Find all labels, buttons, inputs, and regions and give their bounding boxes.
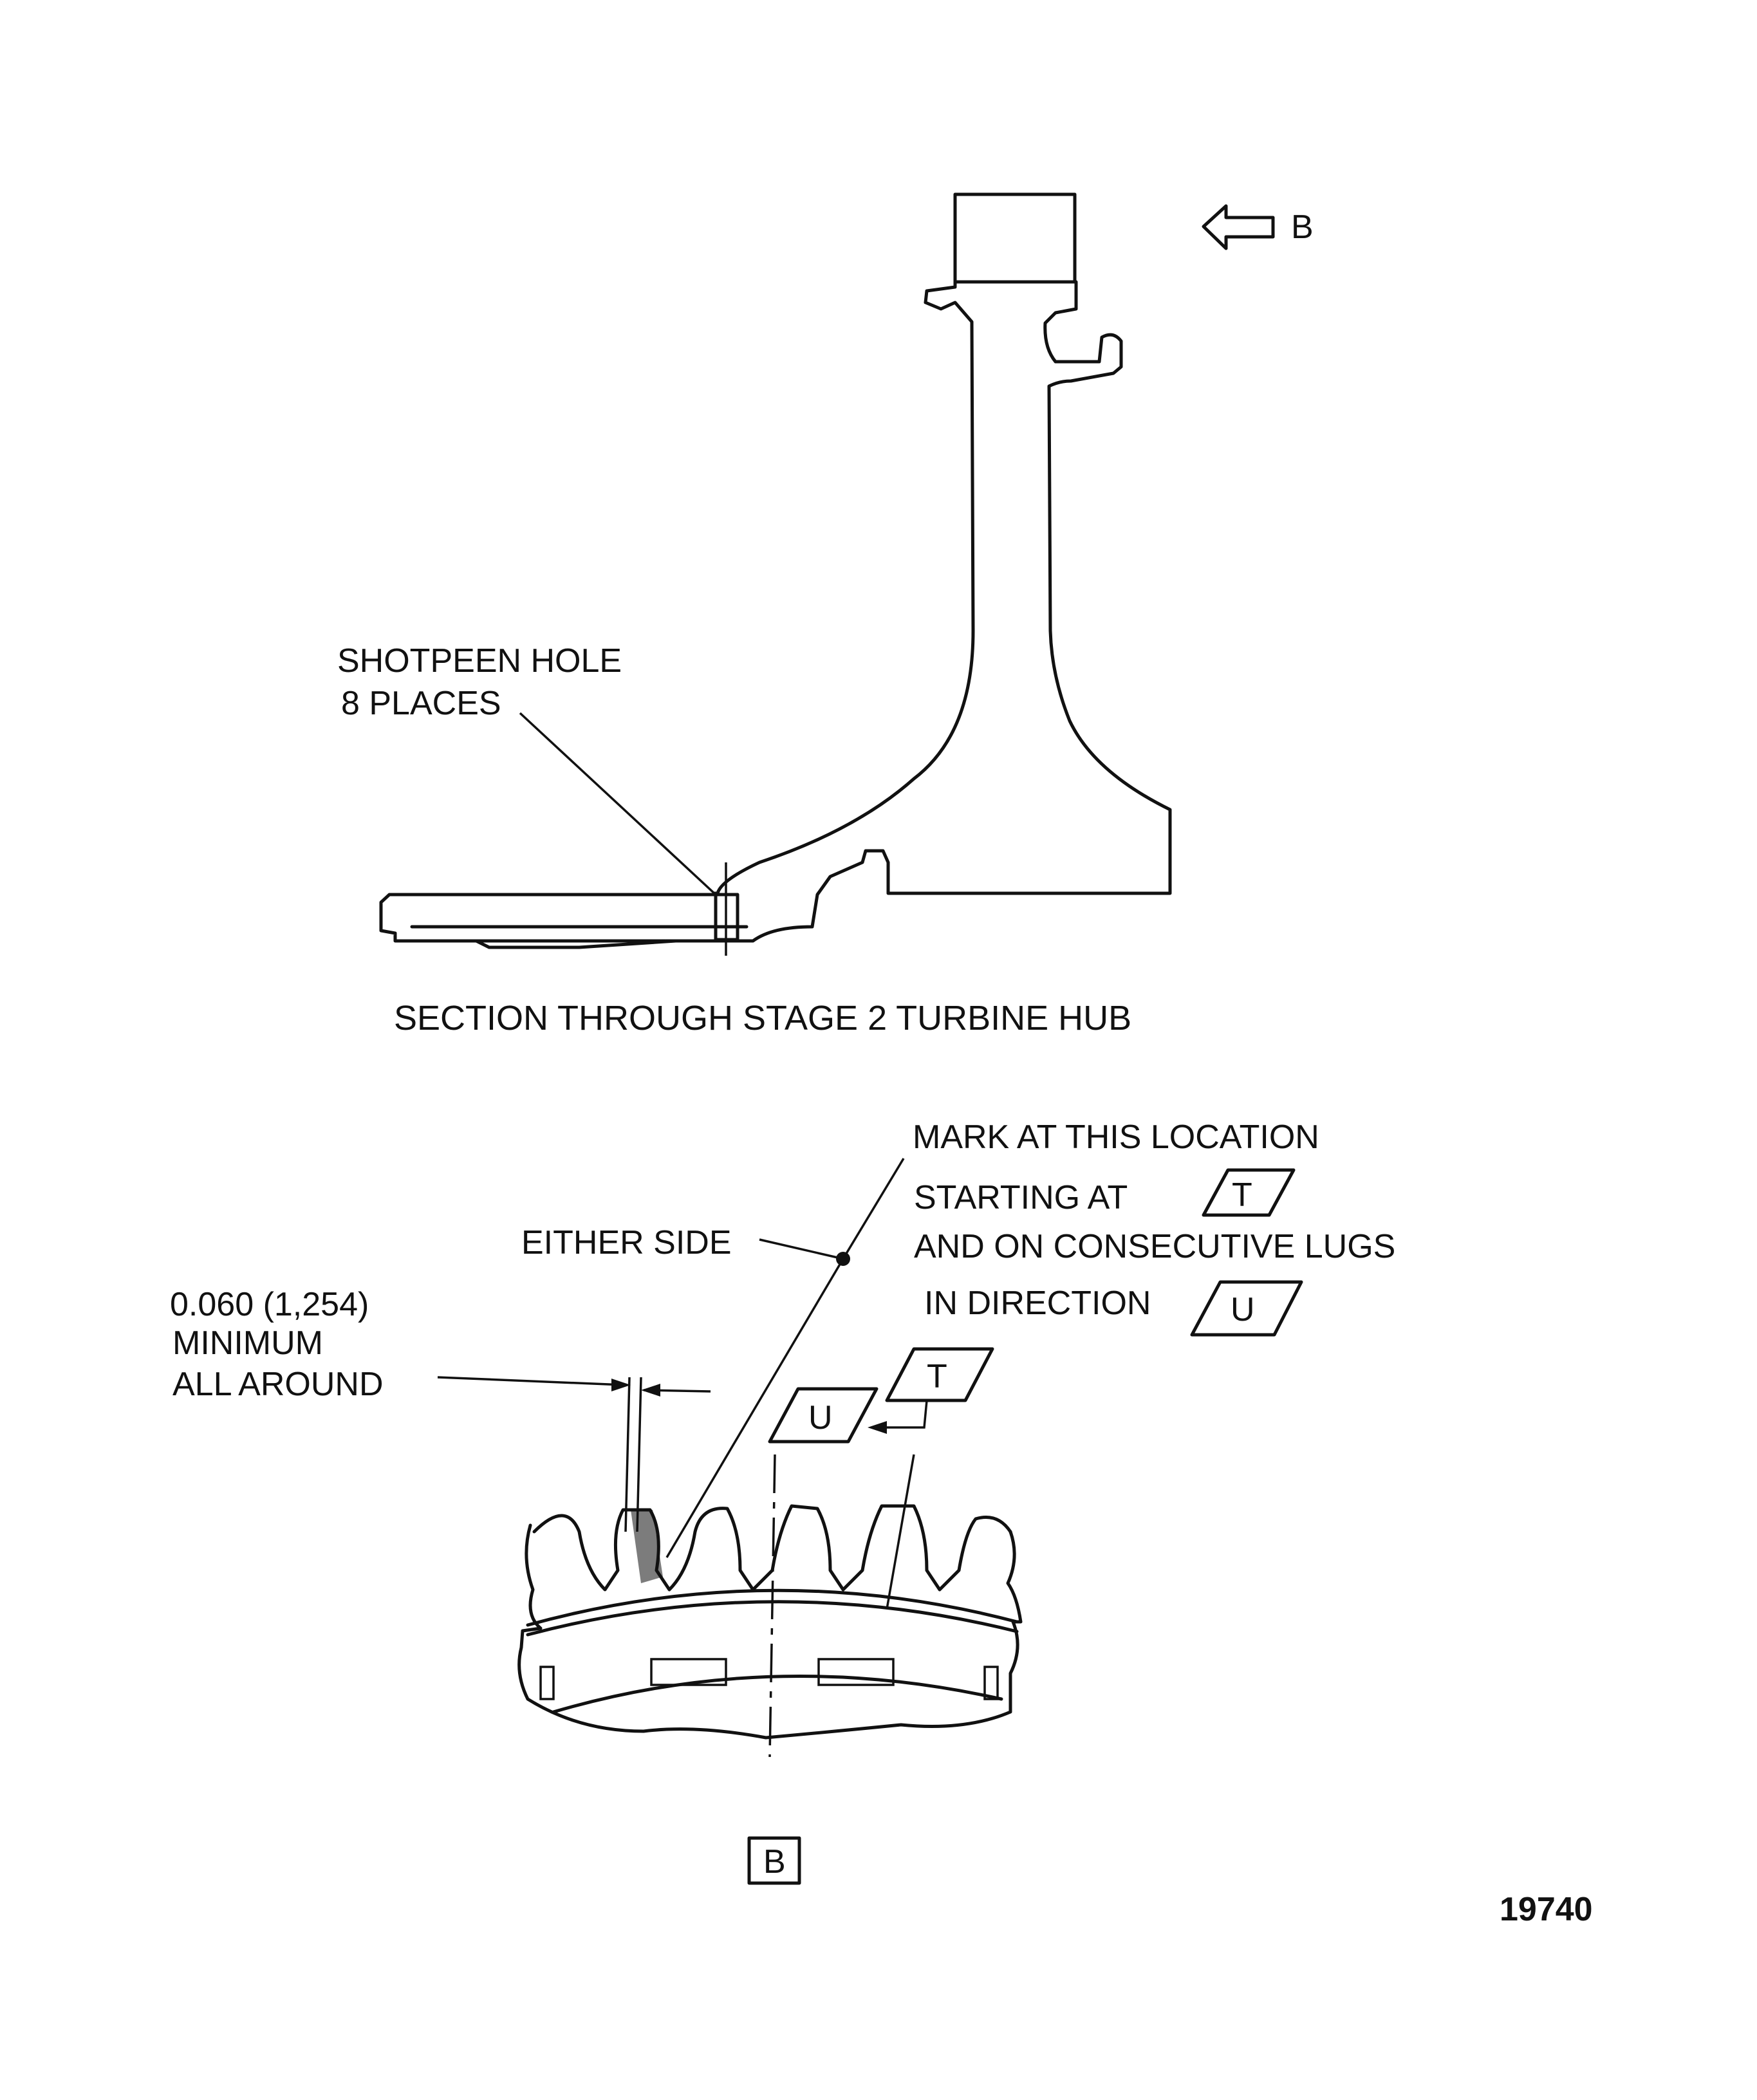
hub-section-outline xyxy=(379,192,1172,949)
mark-note-line2: STARTING AT xyxy=(914,1179,1128,1216)
mark-note-line4: IN DIRECTION xyxy=(924,1285,1151,1322)
svg-text:T: T xyxy=(927,1358,947,1395)
shotpeen-leader xyxy=(519,712,717,896)
tag-u-box: U xyxy=(768,1387,879,1444)
dim-line1: 0.060 (1,254) xyxy=(170,1286,369,1323)
shotpeen-label-line1: SHOTPEEN HOLE xyxy=(337,642,622,680)
svg-text:U: U xyxy=(808,1399,833,1436)
dim-line3: ALL AROUND xyxy=(172,1366,384,1403)
view-b-label: B xyxy=(747,1836,801,1885)
mark-note-line3: AND ON CONSECUTIVE LUGS xyxy=(914,1228,1395,1265)
centerline-2 xyxy=(886,1454,915,1610)
shotpeen-hole-mark xyxy=(714,862,739,956)
svg-text:T: T xyxy=(1232,1176,1252,1214)
svg-text:B: B xyxy=(763,1843,786,1881)
mark-note-line1: MARK AT THIS LOCATION xyxy=(913,1119,1319,1156)
section-caption: SECTION THROUGH STAGE 2 TURBINE HUB xyxy=(394,999,1131,1037)
figure-number: 19740 xyxy=(1500,1891,1593,1928)
view-arrow-label: B xyxy=(1291,209,1314,246)
tag-t-inline: T xyxy=(1202,1168,1296,1217)
centerline-1 xyxy=(768,1454,776,1758)
mark-leader xyxy=(665,1158,905,1558)
svg-text:U: U xyxy=(1231,1291,1255,1328)
view-arrow-b xyxy=(1202,204,1275,250)
shotpeen-label-line2: 8 PLACES xyxy=(341,685,501,722)
direction-arrow xyxy=(868,1400,928,1434)
dimension-arrows xyxy=(437,1376,711,1532)
disk-segment xyxy=(517,1504,1023,1740)
either-side-label: EITHER SIDE xyxy=(521,1224,732,1261)
either-side-leader xyxy=(759,1238,844,1260)
dim-line2: MINIMUM xyxy=(172,1324,323,1362)
tag-t-box: T xyxy=(885,1347,994,1402)
marked-lug-shading xyxy=(631,1510,663,1583)
tag-u-inline: U xyxy=(1190,1280,1303,1337)
